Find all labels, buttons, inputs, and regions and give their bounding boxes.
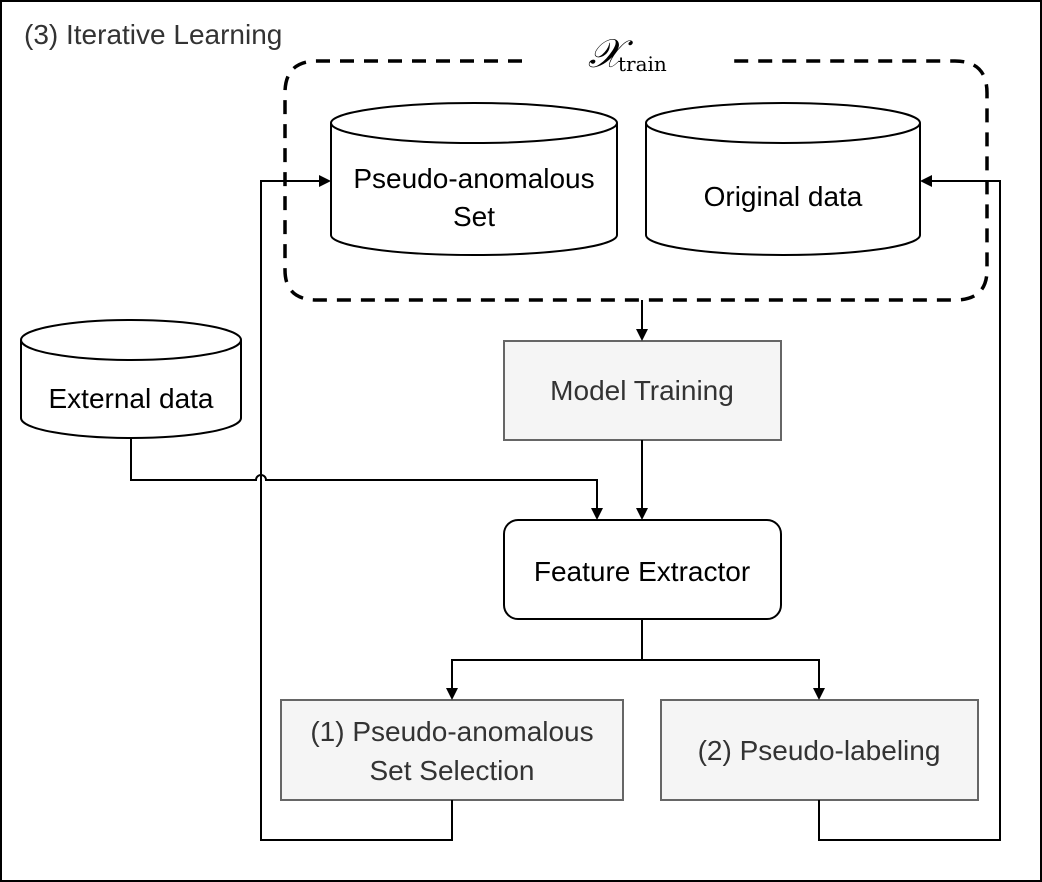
pseudo-anomalous-set-cylinder xyxy=(330,102,618,256)
arrow-pseudo-labeling-to-original-data xyxy=(818,175,1001,841)
external-data-cylinder xyxy=(20,319,242,439)
arrow-feature-extractor-to-pseudo-labeling xyxy=(642,659,825,700)
pseudo-anomalous-set-label-line2: Set xyxy=(453,201,495,232)
set-selection-label-line1: (1) Pseudo-anomalous xyxy=(310,716,593,747)
original-data-cylinder xyxy=(645,102,921,256)
pseudo-anomalous-set-label-line1: Pseudo-anomalous xyxy=(353,163,594,194)
model-training-box xyxy=(503,340,782,441)
section-title: (3) Iterative Learning xyxy=(24,19,282,50)
pseudo-anomalous-set-selection-box xyxy=(280,699,624,801)
title-background xyxy=(18,14,324,54)
feature-extractor-label: Feature Extractor xyxy=(534,556,750,587)
external-data-label: External data xyxy=(49,383,214,414)
model-training-label: Model Training xyxy=(550,375,734,406)
set-selection-label-line2: Set Selection xyxy=(370,755,535,786)
dataset-subscript: train xyxy=(618,52,667,76)
arrow-feature-extractor-to-set-selection xyxy=(446,659,642,700)
arrow-set-selection-to-pseudo-anomalous-set xyxy=(260,175,453,841)
training-set-container xyxy=(283,59,989,302)
original-data-label: Original data xyxy=(704,181,863,212)
pseudo-labeling-box xyxy=(660,699,979,801)
pseudo-labeling-label: (2) Pseudo-labeling xyxy=(698,735,941,766)
